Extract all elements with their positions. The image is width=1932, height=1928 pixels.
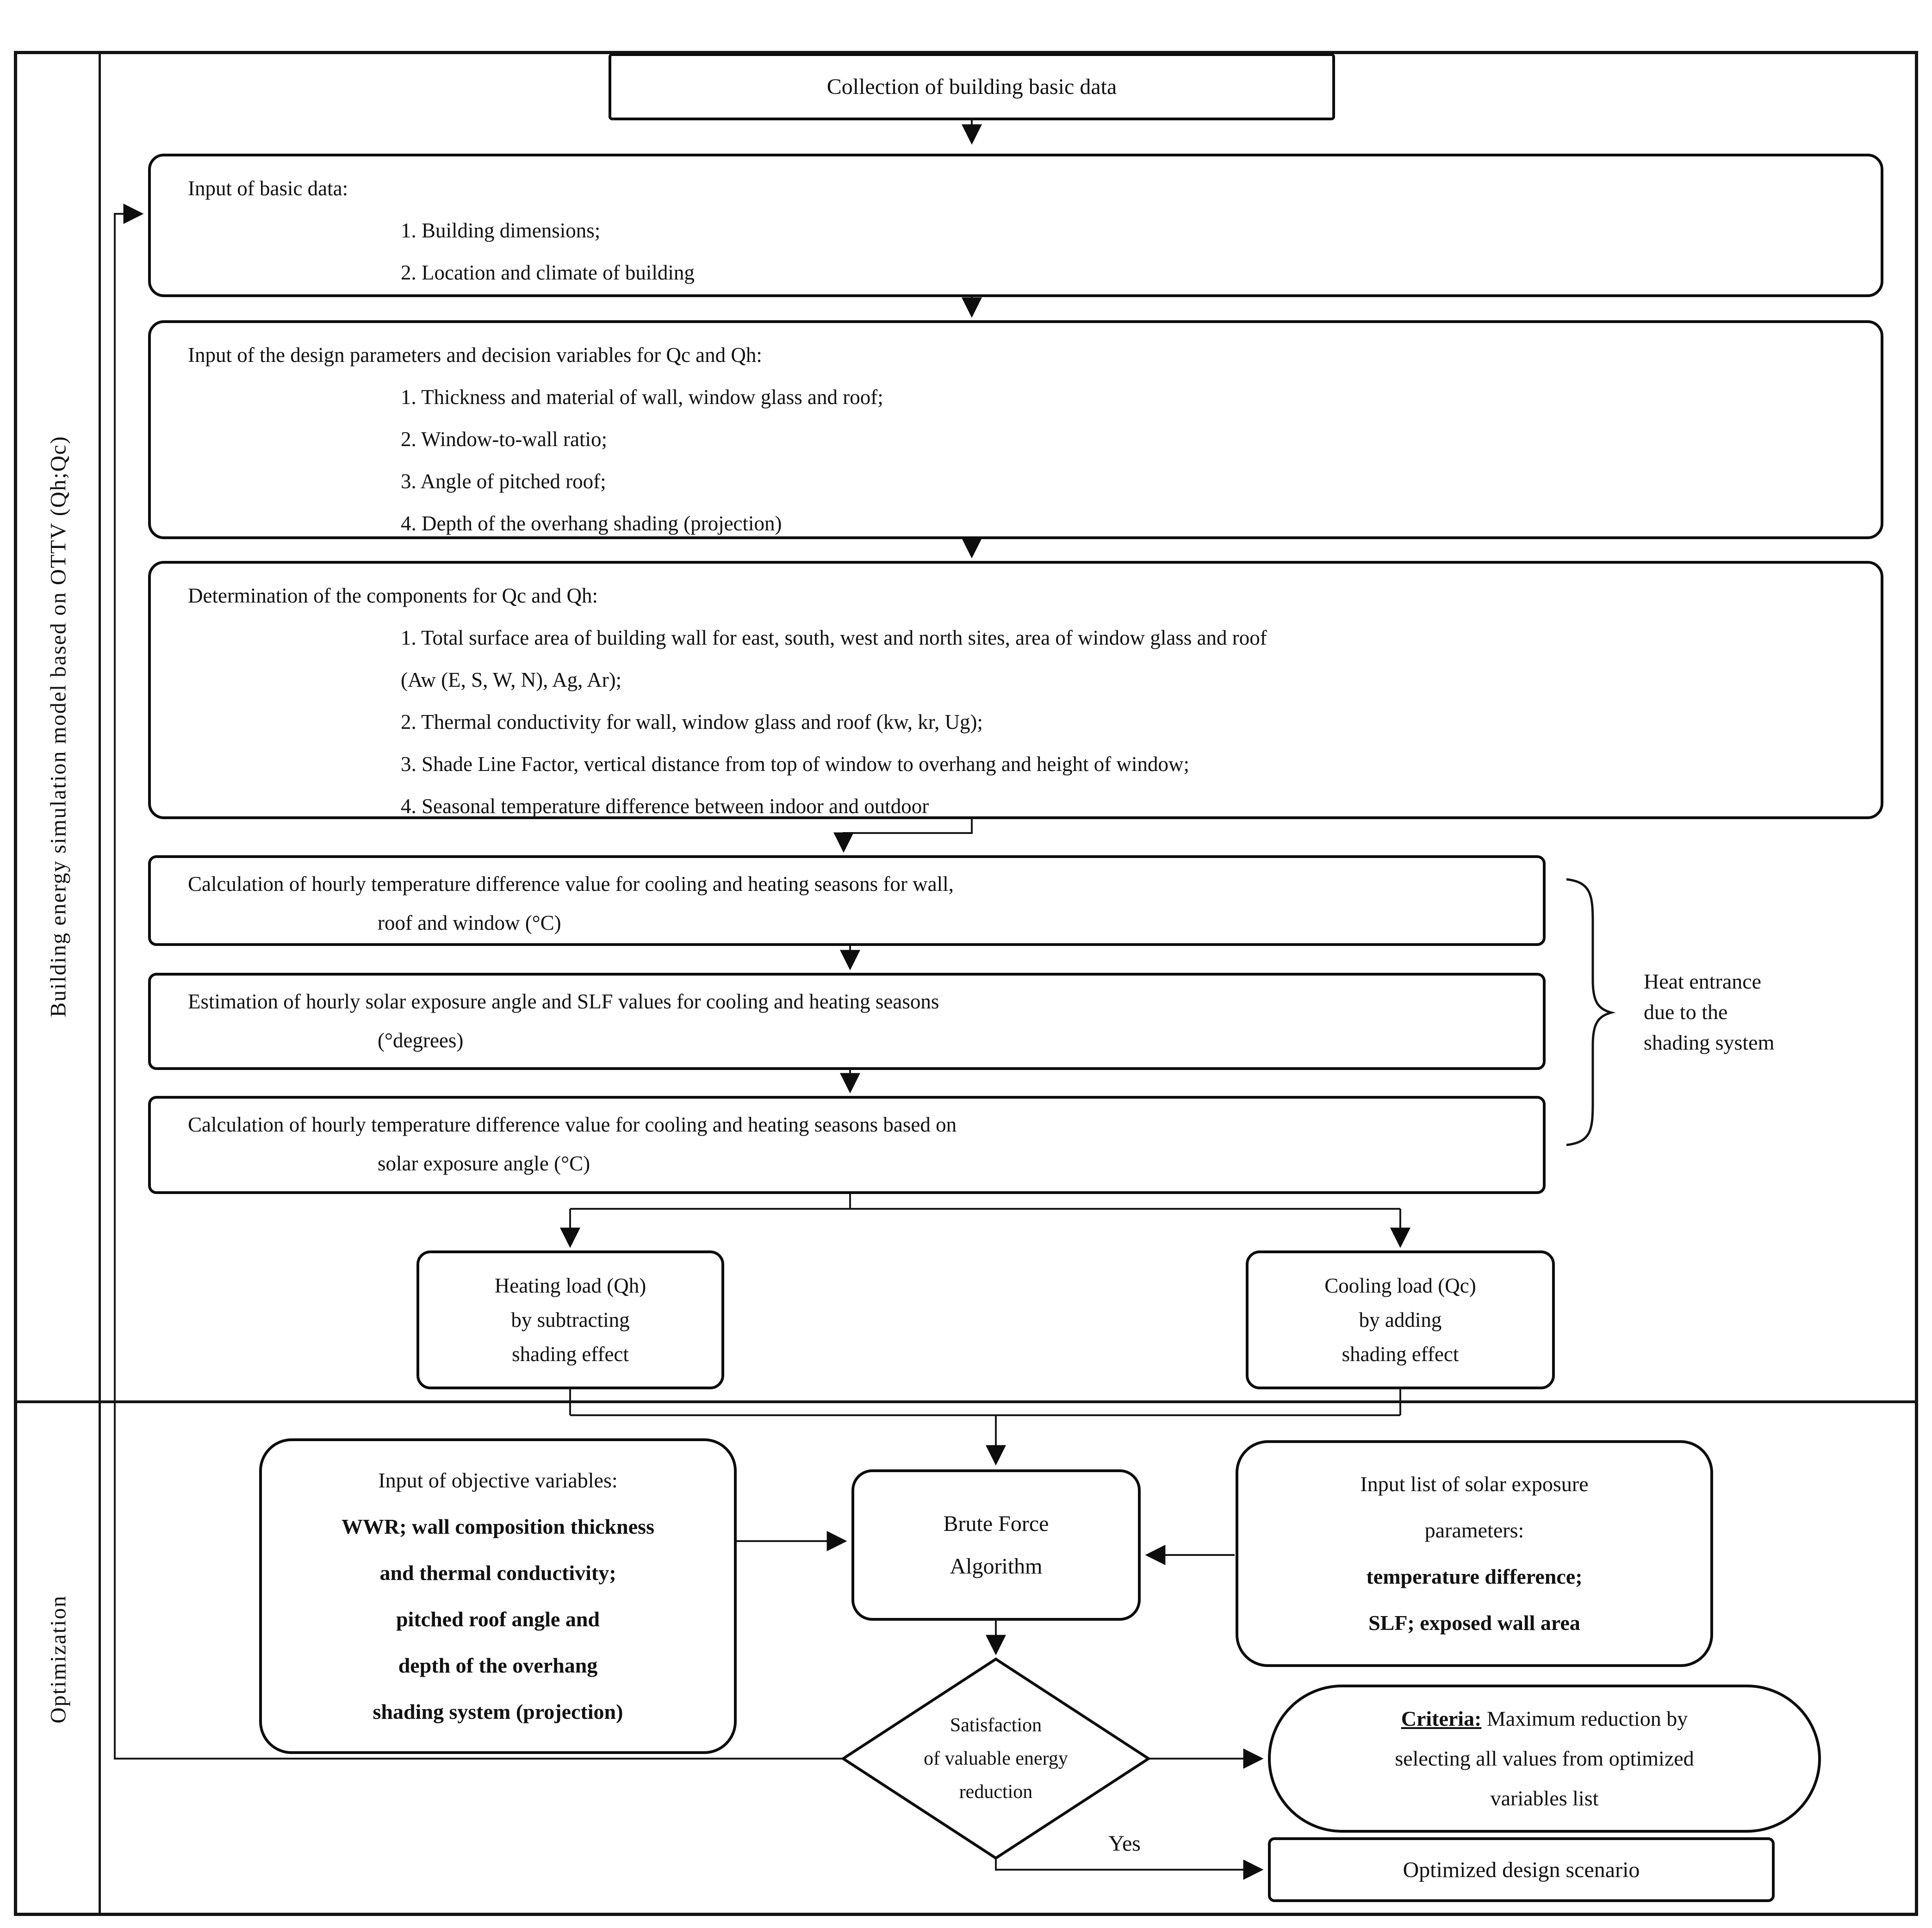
node-design-params: Input of the design parameters and decis… bbox=[148, 320, 1883, 539]
node-cooling-load-line: shading effect bbox=[1342, 1343, 1459, 1366]
node-calc-temp-solar-line: Calculation of hourly temperature differ… bbox=[188, 1113, 957, 1136]
node-heating-load-line: shading effect bbox=[512, 1343, 629, 1366]
node-calc-temp-wall: Calculation of hourly temperature differ… bbox=[148, 855, 1546, 946]
node-optimized-label: Optimized design scenario bbox=[1403, 1857, 1640, 1882]
node-decision-line: reduction bbox=[959, 1781, 1033, 1803]
node-determination-item: 3. Shade Line Factor, vertical distance … bbox=[401, 753, 1190, 776]
node-solar-params-line: SLF; exposed wall area bbox=[1368, 1611, 1580, 1635]
node-objective-vars-line: and thermal conductivity; bbox=[379, 1561, 616, 1585]
node-criteria: Criteria: Maximum reduction by selecting… bbox=[1268, 1685, 1821, 1833]
node-criteria-prefix: Criteria: bbox=[1401, 1707, 1482, 1730]
section-divider-line bbox=[14, 1400, 1918, 1403]
node-brute-force-line: Brute Force bbox=[943, 1511, 1049, 1536]
node-solar-params: Input list of solar exposure parameters:… bbox=[1236, 1440, 1713, 1667]
node-criteria-line: selecting all values from optimized bbox=[1395, 1747, 1694, 1770]
brace-note: Heat entrance due to the shading system bbox=[1644, 966, 1912, 1058]
node-objective-vars-line: WWR; wall composition thickness bbox=[342, 1515, 654, 1538]
node-solar-params-title-line: parameters: bbox=[1424, 1518, 1524, 1542]
node-objective-vars-line: depth of the overhang bbox=[398, 1654, 598, 1677]
node-objective-vars-title: Input of objective variables: bbox=[378, 1468, 618, 1492]
node-determination-title: Determination of the components for Qc a… bbox=[188, 584, 598, 607]
node-brute-force: Brute Force Algorithm bbox=[851, 1469, 1141, 1621]
node-basic-data-item: 1. Building dimensions; bbox=[401, 219, 601, 242]
node-solar-params-line: temperature difference; bbox=[1366, 1565, 1583, 1588]
brace-shape bbox=[1566, 878, 1616, 1146]
node-cooling-load: Cooling load (Qc) by adding shading effe… bbox=[1246, 1250, 1555, 1389]
figure-border bbox=[14, 51, 1918, 1916]
node-criteria-line: Criteria: Maximum reduction by bbox=[1401, 1699, 1688, 1739]
node-calc-temp-wall-line: Calculation of hourly temperature differ… bbox=[188, 872, 954, 896]
node-estimation-slf-line: Estimation of hourly solar exposure angl… bbox=[188, 990, 939, 1013]
node-cooling-load-line: Cooling load (Qc) bbox=[1324, 1274, 1476, 1297]
connector-feedback-loop bbox=[114, 204, 842, 1760]
node-basic-data-title: Input of basic data: bbox=[188, 177, 348, 200]
node-collection-label: Collection of building basic data bbox=[826, 75, 1117, 99]
node-decision-label: Satisfaction of valuable energy reductio… bbox=[889, 1709, 1102, 1809]
sidebar-divider-line bbox=[99, 51, 101, 1916]
node-criteria-rest: Maximum reduction by bbox=[1481, 1707, 1688, 1730]
node-decision-line: of valuable energy bbox=[924, 1748, 1068, 1769]
node-collection: Collection of building basic data bbox=[609, 53, 1335, 120]
node-design-params-title: Input of the design parameters and decis… bbox=[188, 343, 762, 367]
node-brute-force-line: Algorithm bbox=[950, 1554, 1043, 1579]
node-design-params-item: 2. Window-to-wall ratio; bbox=[401, 428, 608, 451]
node-estimation-slf: Estimation of hourly solar exposure angl… bbox=[148, 973, 1546, 1070]
node-criteria-line: variables list bbox=[1490, 1786, 1599, 1810]
decision-diamond-shape bbox=[840, 1657, 1151, 1860]
node-heating-load: Heating load (Qh) by subtracting shading… bbox=[416, 1250, 724, 1389]
node-objective-vars: Input of objective variables: WWR; wall … bbox=[259, 1438, 737, 1754]
node-objective-vars-line: pitched roof angle and bbox=[396, 1607, 600, 1631]
node-determination: Determination of the components for Qc a… bbox=[148, 561, 1883, 819]
arrow-yes-to-optimized bbox=[995, 1859, 1264, 1880]
yes-label: Yes bbox=[1108, 1831, 1141, 1856]
node-determination-item: 1. Total surface area of building wall f… bbox=[401, 626, 1267, 649]
node-decision-line: Satisfaction bbox=[950, 1715, 1042, 1736]
node-basic-data: Input of basic data: 1. Building dimensi… bbox=[148, 154, 1883, 297]
arrow-determination-to-calcwall bbox=[833, 819, 973, 853]
node-design-params-item: 3. Angle of pitched roof; bbox=[401, 470, 606, 493]
node-design-params-item: 1. Thickness and material of wall, windo… bbox=[401, 386, 883, 409]
brace-note-line: shading system bbox=[1644, 1031, 1775, 1054]
node-heating-load-line: Heating load (Qh) bbox=[494, 1274, 646, 1297]
node-calc-temp-wall-line: roof and window (°C) bbox=[378, 911, 561, 934]
node-calc-temp-solar: Calculation of hourly temperature differ… bbox=[148, 1096, 1546, 1194]
node-solar-params-title-line: Input list of solar exposure bbox=[1360, 1472, 1589, 1496]
node-objective-vars-line: shading system (projection) bbox=[373, 1700, 623, 1723]
brace-note-line: Heat entrance bbox=[1644, 970, 1762, 993]
node-basic-data-item: 2. Location and climate of building bbox=[401, 261, 695, 284]
node-optimized: Optimized design scenario bbox=[1268, 1837, 1775, 1902]
node-determination-item: 2. Thermal conductivity for wall, window… bbox=[401, 710, 983, 734]
node-cooling-load-line: by adding bbox=[1359, 1308, 1442, 1331]
node-calc-temp-solar-line: solar exposure angle (°C) bbox=[378, 1152, 590, 1175]
node-estimation-slf-line: (°degrees) bbox=[378, 1029, 464, 1052]
node-heating-load-line: by subtracting bbox=[511, 1308, 630, 1331]
node-determination-item: (Aw (E, S, W, N), Ag, Ar); bbox=[401, 668, 622, 691]
node-design-params-item: 4. Depth of the overhang shading (projec… bbox=[401, 512, 782, 535]
brace-note-line: due to the bbox=[1644, 1000, 1728, 1024]
node-determination-item: 4. Seasonal temperature difference betwe… bbox=[401, 795, 929, 818]
